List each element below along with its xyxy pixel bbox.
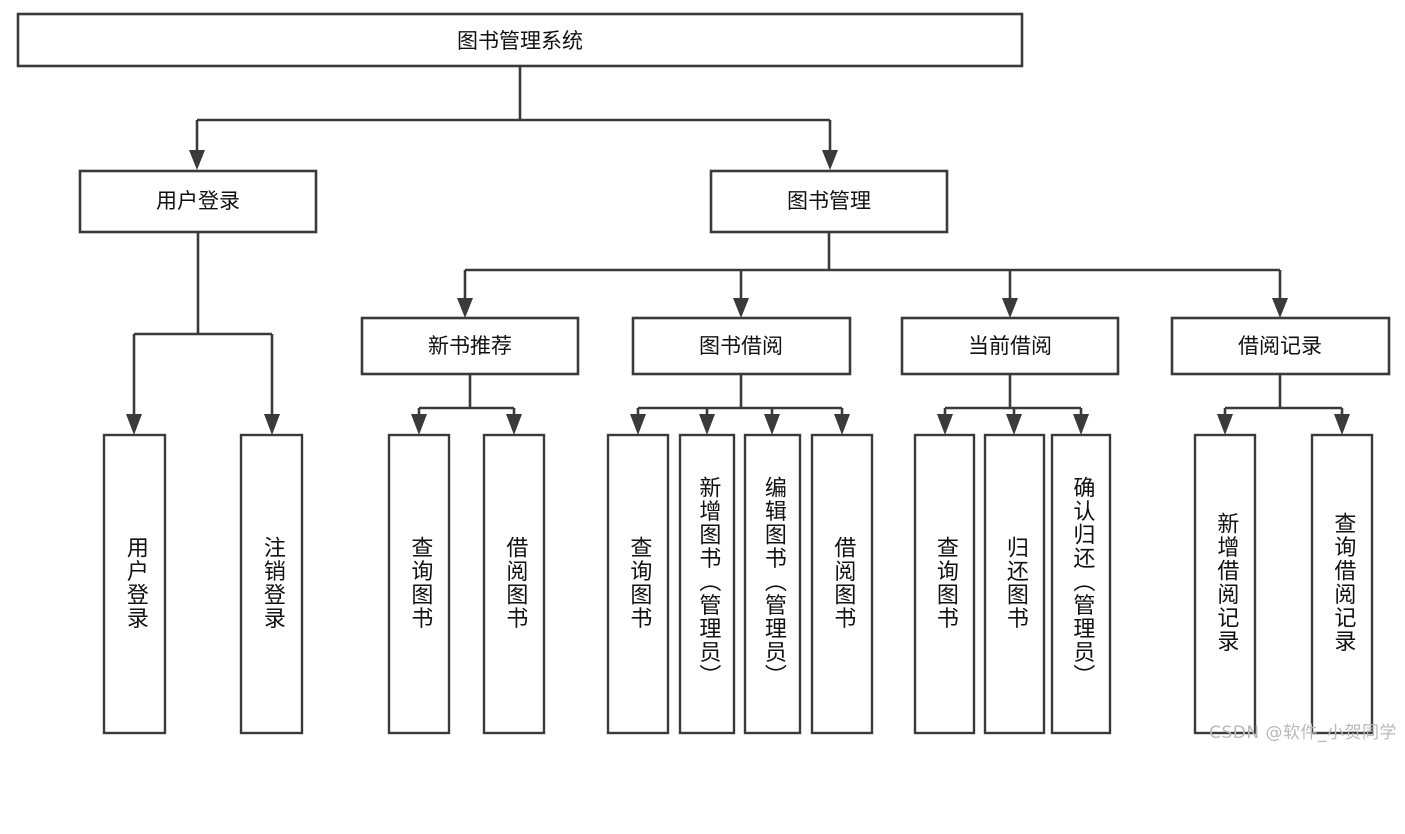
- leaf-box[interactable]: [1193, 433, 1257, 735]
- leaf-box[interactable]: [1310, 433, 1374, 735]
- borrow-record-label: 借阅记录: [1238, 334, 1322, 358]
- root-box: [16, 12, 1024, 68]
- leaf-boxes: [102, 433, 1374, 735]
- leaf-box[interactable]: [482, 433, 546, 735]
- root-label: 图书管理系统: [457, 29, 583, 53]
- leaf-box[interactable]: [810, 433, 874, 735]
- leaf-box[interactable]: [678, 433, 736, 735]
- node-borrow-record[interactable]: 借阅记录: [1170, 316, 1391, 376]
- leaf-box[interactable]: [239, 433, 304, 735]
- connector-root-to-level2: [189, 66, 838, 170]
- node-new-book-recommend[interactable]: 新书推荐: [360, 316, 580, 376]
- watermark: CSDN @软件_小贺同学: [1209, 723, 1397, 743]
- leaf-box[interactable]: [983, 433, 1046, 735]
- connector-book-borrow-to-leaves: [630, 374, 850, 435]
- node-user-login[interactable]: 用户登录: [78, 169, 318, 234]
- book-borrow-label: 图书借阅: [699, 334, 783, 358]
- connector-current-borrow-to-leaves: [937, 374, 1089, 435]
- user-login-box: [78, 169, 318, 234]
- diagram-canvas: 图书管理系统 用户登录 图书管理: [16, 12, 1397, 743]
- connector-user-login-to-leaves: [126, 232, 280, 435]
- node-book-borrow[interactable]: 图书借阅: [631, 316, 852, 376]
- connector-borrow-record-to-leaves: [1217, 374, 1350, 435]
- leaf-box[interactable]: [606, 433, 670, 735]
- node-book-management[interactable]: 图书管理: [709, 169, 949, 234]
- leaf-box[interactable]: [743, 433, 802, 735]
- node-root[interactable]: 图书管理系统: [16, 12, 1024, 68]
- current-borrow-label: 当前借阅: [968, 334, 1052, 358]
- current-borrow-box: [900, 316, 1120, 376]
- leaf-box[interactable]: [1050, 433, 1112, 735]
- leaf-box[interactable]: [913, 433, 976, 735]
- org-chart-svg: 图书管理系统 用户登录 图书管理: [16, 12, 1391, 735]
- leaf-box[interactable]: [387, 433, 451, 735]
- user-login-label: 用户登录: [156, 189, 240, 213]
- book-management-label: 图书管理: [787, 189, 871, 213]
- new-book-recommend-label: 新书推荐: [428, 334, 512, 358]
- node-current-borrow[interactable]: 当前借阅: [900, 316, 1120, 376]
- connector-book-management-to-level3: [457, 232, 1288, 318]
- connector-new-book-recommend-to-leaves: [411, 374, 522, 435]
- leaf-box[interactable]: [102, 433, 167, 735]
- new-book-recommend-box: [360, 316, 580, 376]
